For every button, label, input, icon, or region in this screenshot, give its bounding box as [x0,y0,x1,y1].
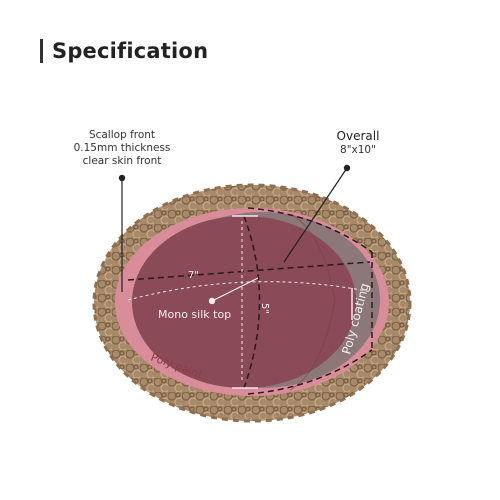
overall-annotation: Overall 8"x10" [283,129,380,263]
front-annotation-line-2: 0.15mm thickness [74,142,171,154]
page-title: Specification [52,39,209,63]
base-cap [115,208,389,396]
mono-top-region [132,216,356,388]
depth-dashed-line [243,215,261,389]
width-dashed-line [127,261,371,281]
overall-annotation-leader [283,167,348,263]
overall-value: 8"x10" [340,144,376,156]
measurement-lines [127,207,373,395]
mono-silk-top-label: Mono silk top [158,308,231,321]
header-accent-bar [40,39,43,63]
curve-dotted-line [127,281,373,301]
width-dimension-label: 7" [188,270,199,281]
section-header: Specification [40,38,208,64]
front-annotation-line-3: clear skin front [83,155,162,167]
scallop-front-annotation: Scallop front 0.15mm thickness clear ski… [74,129,171,292]
overall-title: Overall [337,129,380,143]
front-annotation-line-1: Scallop front [89,129,155,141]
depth-dimension-label: 5" [259,303,270,314]
